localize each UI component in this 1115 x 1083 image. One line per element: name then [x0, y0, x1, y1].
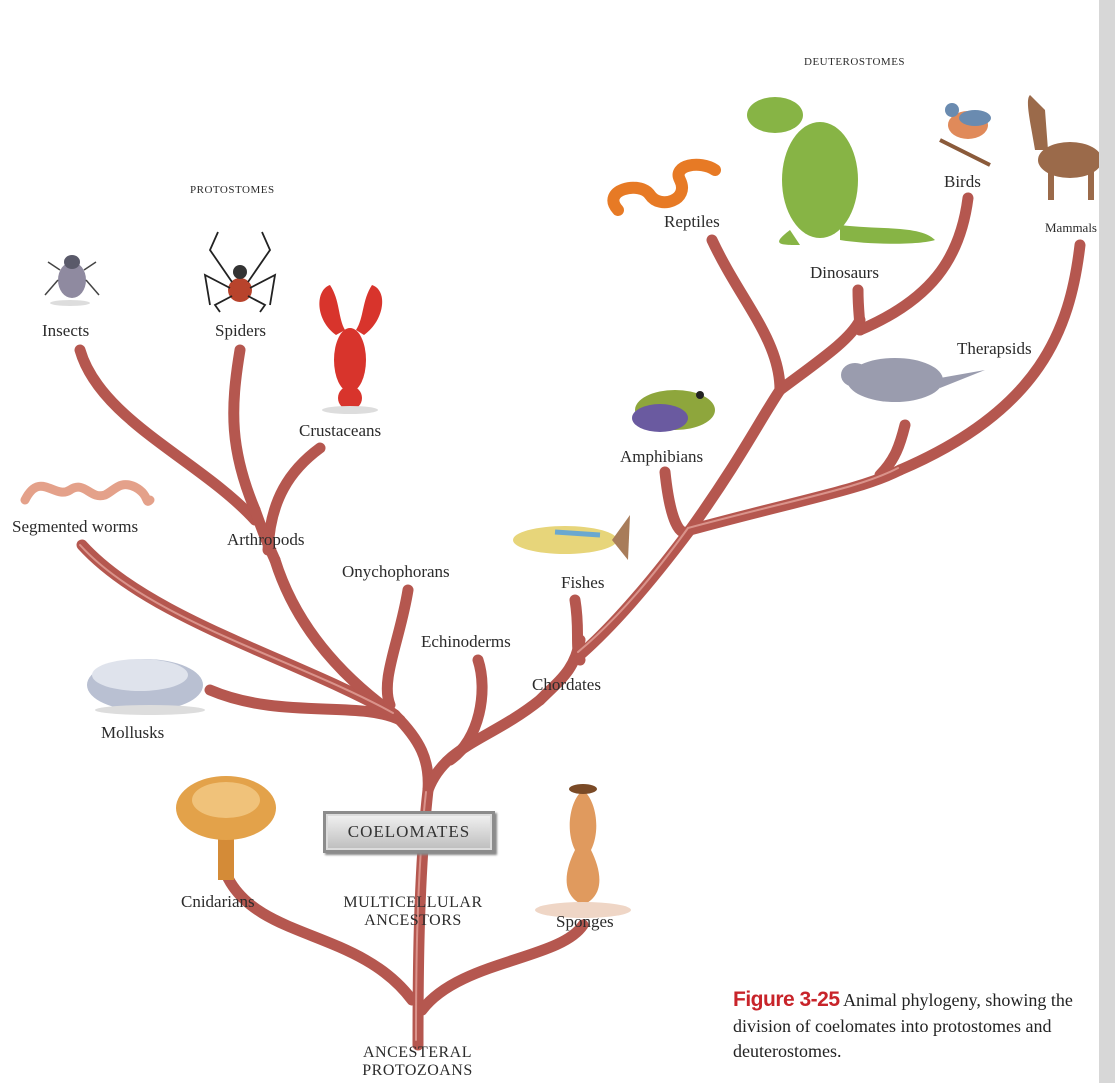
branch-onychophorans [387, 590, 408, 705]
label-mollusks: Mollusks [101, 724, 164, 741]
ancesteral-line1: ANCESTERAL [330, 1044, 505, 1062]
branch-spiders [234, 350, 255, 510]
branch-sponges [422, 925, 583, 1010]
coelomates-label: COELOMATES [348, 822, 470, 842]
label-crustaceans: Crustaceans [299, 422, 381, 439]
figure-caption: Figure 3-25 Animal phylogeny, showing th… [733, 986, 1115, 1063]
label-fishes: Fishes [561, 574, 604, 591]
label-therapsids: Therapsids [957, 340, 1032, 357]
branch-reptiles [712, 240, 780, 390]
branch-arthropods-trunk [275, 560, 395, 715]
segmented-worm-illustration [25, 485, 150, 502]
deuterostomes-heading: DEUTEROSTOMES [804, 57, 905, 68]
insect-illustration [45, 255, 99, 306]
label-multicellular-ancestors: MULTICELLULAR ANCESTORS [318, 894, 508, 931]
multicellular-line1: MULTICELLULAR [318, 894, 508, 912]
multicellular-line2: ANCESTORS [318, 912, 508, 930]
mollusk-illustration [87, 659, 205, 715]
label-reptiles: Reptiles [664, 213, 720, 230]
bird-illustration [940, 103, 991, 165]
label-sponges: Sponges [556, 913, 614, 930]
therapsid-illustration [841, 358, 985, 402]
adjacent-page-edge [1099, 0, 1115, 1083]
label-insects: Insects [42, 322, 89, 339]
dinosaur-illustration [747, 97, 935, 245]
label-ancesteral-protozoans: ANCESTERAL PROTOZOANS [330, 1044, 505, 1081]
figure-number: Figure 3-25 [733, 988, 840, 1011]
label-segmented-worms: Segmented worms [12, 518, 138, 535]
label-echinoderms: Echinoderms [421, 633, 511, 650]
sponge-illustration [535, 784, 631, 918]
label-birds: Birds [944, 173, 981, 190]
label-mammals: Mammals [1045, 221, 1097, 234]
mammal-illustration [1028, 95, 1102, 200]
spider-illustration [205, 232, 275, 312]
protostomes-heading: PROTOSTOMES [190, 185, 275, 196]
amphibian-illustration [632, 390, 715, 432]
label-onychophorans: Onychophorans [342, 563, 450, 580]
branch-dinosaurs [858, 290, 860, 330]
branch-coelomate-protostome [395, 715, 428, 790]
crustacean-illustration [319, 285, 382, 414]
reptile-illustration [613, 165, 715, 210]
fish-illustration [513, 515, 630, 560]
label-cnidarians: Cnidarians [181, 893, 255, 910]
branch-amphibians [665, 472, 690, 533]
ancesteral-line2: PROTOZOANS [330, 1062, 505, 1080]
label-arthropods: Arthropods [227, 531, 304, 548]
coelomates-box: COELOMATES [323, 811, 495, 853]
label-dinosaurs: Dinosaurs [810, 264, 879, 281]
cnidarian-illustration [176, 776, 276, 880]
label-amphibians: Amphibians [620, 448, 703, 465]
label-spiders: Spiders [215, 322, 266, 339]
label-chordates: Chordates [532, 676, 601, 693]
